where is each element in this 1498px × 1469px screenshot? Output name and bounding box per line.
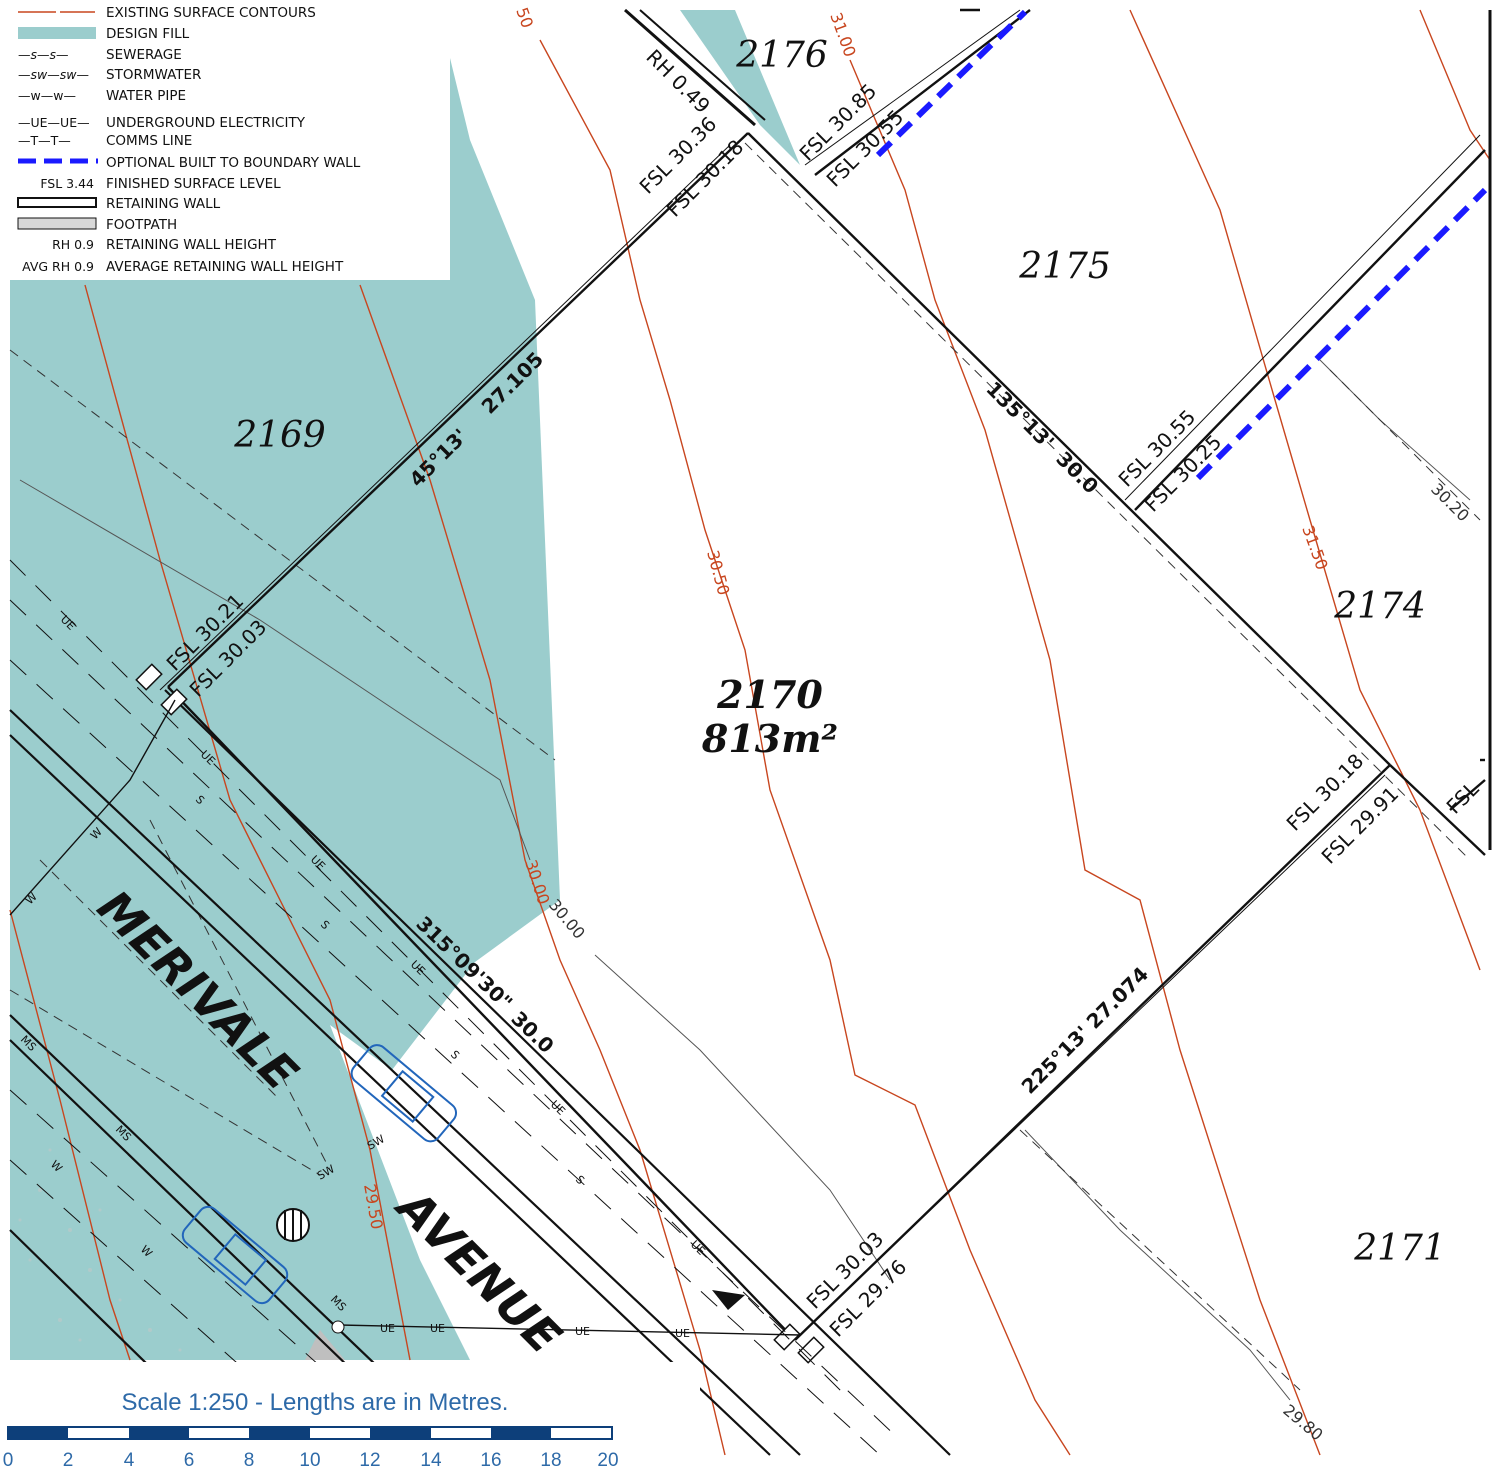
sewer-label: S <box>573 1173 587 1187</box>
lot-number-2176: 2176 <box>735 35 828 76</box>
lot-area-main: 813m² <box>701 716 838 761</box>
legend-symbol: FSL 3.44 <box>40 176 94 191</box>
stormwater-pit <box>276 1208 310 1242</box>
legend-label: UNDERGROUND ELECTRICITY <box>106 115 306 131</box>
se-length: 27.074 <box>1082 962 1154 1034</box>
scale-tick: 4 <box>124 1450 135 1469</box>
contour-label: 50 <box>512 5 537 31</box>
legend-label: DESIGN FILL <box>106 26 190 42</box>
existing-contours <box>9 9 1491 1456</box>
service-lines <box>9 559 901 1456</box>
legend-symbol: AVG RH 0.9 <box>22 259 94 274</box>
contour-label: 30.50 <box>703 548 733 597</box>
legend-symbol: —T—T— <box>18 133 71 148</box>
footpath-patch <box>18 1148 182 1352</box>
ne-bearing: 135°13' <box>981 377 1059 455</box>
contour-label: 29.80 <box>1279 1401 1326 1445</box>
lot-number-2171: 2171 <box>1353 1228 1446 1269</box>
scale-tick: 0 <box>3 1450 14 1469</box>
dashed-lines <box>9 142 1481 1391</box>
legend-label: COMMS LINE <box>106 133 192 149</box>
contour-label: 31.00 <box>826 10 860 60</box>
legend-label: FOOTPATH <box>106 217 177 233</box>
scale-tick: 12 <box>359 1450 380 1469</box>
fsl-far-e: FSL <box>1442 776 1484 818</box>
ue-label: UE <box>430 1322 445 1335</box>
lot-number-2175: 2175 <box>1018 246 1111 287</box>
scale-tick: 8 <box>244 1450 255 1469</box>
legend-symbol: —UE—UE— <box>18 115 90 130</box>
scale-tick: 14 <box>420 1450 442 1469</box>
lot-number-2169: 2169 <box>233 415 326 456</box>
legend-retaining-swatch <box>17 197 97 208</box>
sewer-label: S <box>448 1048 462 1062</box>
legend-symbol: —s—s— <box>18 47 69 62</box>
triangle-marker <box>712 1290 745 1310</box>
legend: —s—s— —sw—sw— —w—w— —UE—UE— —T—T— FSL 3.… <box>0 0 450 280</box>
ue-label: UE <box>575 1325 590 1338</box>
legend-label: RETAINING WALL HEIGHT <box>106 237 277 253</box>
scale-tick: 6 <box>184 1450 195 1469</box>
legend-footpath-swatch <box>17 217 97 230</box>
scale-bar: Scale 1:250 - Lengths are in Metres. 0 2… <box>0 1362 700 1469</box>
legend-label: STORMWATER <box>106 67 201 83</box>
scale-tick: 20 <box>597 1450 618 1469</box>
legend-fill-swatch <box>18 27 96 39</box>
lot-number-2174: 2174 <box>1333 586 1426 627</box>
ue-label: UE <box>380 1322 395 1335</box>
lot-number-main: 2170 <box>716 672 823 717</box>
legend-symbol: —sw—sw— <box>18 67 89 82</box>
contour-label: 31.50 <box>1298 523 1332 573</box>
contour-label: 30.20 <box>1427 479 1473 525</box>
legend-label: FINISHED SURFACE LEVEL <box>106 176 281 192</box>
design-fill-area <box>10 10 800 1360</box>
light-pole <box>331 1320 345 1334</box>
scale-tick: 16 <box>480 1450 501 1469</box>
boundary-walls <box>875 9 1488 481</box>
grey-contours <box>19 359 1471 1401</box>
ue-label: UE <box>675 1327 690 1340</box>
legend-label: SEWERAGE <box>106 47 182 63</box>
scale-title: Scale 1:250 - Lengths are in Metres. <box>122 1389 509 1416</box>
legend-label: RETAINING WALL <box>106 196 221 212</box>
legend-label: WATER PIPE <box>106 88 186 104</box>
legend-label: EXISTING SURFACE CONTOURS <box>106 5 316 21</box>
scale-tick: 10 <box>299 1450 320 1469</box>
car-icon <box>350 1044 458 1143</box>
legend-label: OPTIONAL BUILT TO BOUNDARY WALL <box>106 155 361 171</box>
sw-length: 30.0 <box>507 1006 559 1058</box>
legend-symbol: RH 0.9 <box>52 237 94 252</box>
scale-tick: 18 <box>540 1450 561 1469</box>
car-icon <box>181 1205 289 1305</box>
legend-symbol: —w—w— <box>18 88 76 103</box>
scale-tick: 2 <box>63 1450 74 1469</box>
legend-label: AVERAGE RETAINING WALL HEIGHT <box>106 259 344 275</box>
ue-connection <box>9 699 801 1336</box>
